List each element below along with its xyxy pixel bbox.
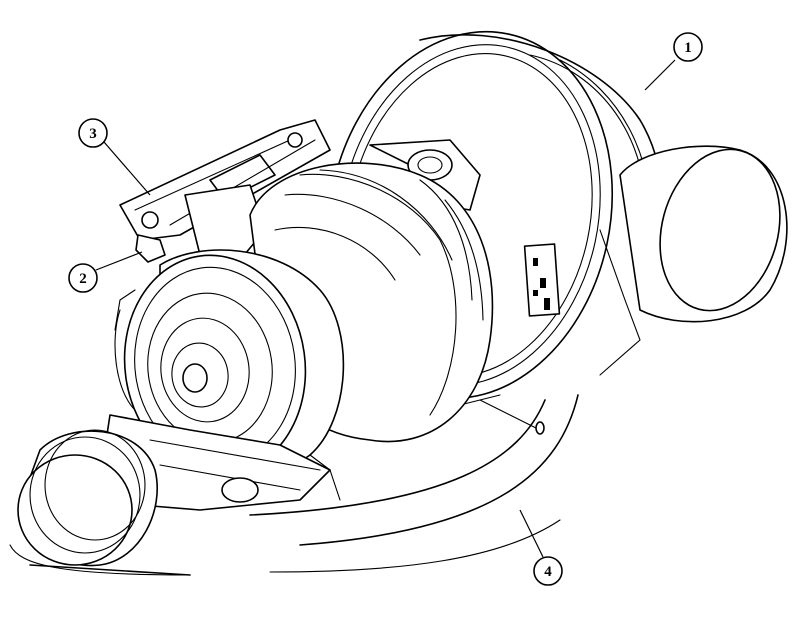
callout-3: 3: [78, 118, 151, 196]
callout-3-label: 3: [89, 126, 97, 142]
compressor-inlet: [114, 249, 345, 476]
callout-2-circle: [68, 263, 98, 293]
actuator-bracket: [119, 119, 331, 263]
callout-2: 2: [68, 251, 143, 293]
callout-1: 1: [644, 32, 703, 91]
callout-4-label: 4: [544, 564, 552, 580]
oil-drain-tube: [9, 394, 579, 576]
callout-3-circle: [78, 118, 108, 148]
callout-1-label: 1: [684, 40, 692, 56]
callout-4: 4: [519, 509, 563, 586]
pipe-end-cap: [17, 429, 158, 567]
callout-2-label: 2: [79, 271, 87, 287]
callout-4-circle: [533, 556, 563, 586]
callout-1-circle: [673, 32, 703, 62]
center-housing: [369, 139, 545, 435]
